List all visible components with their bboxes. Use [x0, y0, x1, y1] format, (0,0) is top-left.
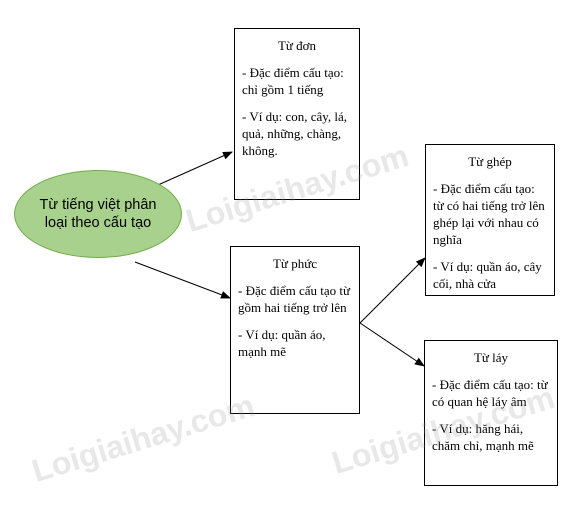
arrow-tu-phuc-to-tu-ghep [359, 257, 426, 324]
arrow-root-to-tu-don [157, 151, 233, 186]
box-title: Từ ghép [468, 154, 512, 169]
box-line: - Đặc điểm cấu tạo: từ có quan hệ láy âm [432, 377, 548, 409]
box-title: Từ đơn [277, 38, 317, 53]
arrow-tu-phuc-to-tu-lay [359, 322, 425, 367]
box-tu-lay: Từ láy - Đặc điểm cấu tạo: từ có quan hệ… [424, 340, 558, 486]
box-line: - Đặc điểm cấu tạo: chỉ gồm 1 tiếng [242, 65, 344, 97]
arrow-root-to-tu-phuc [134, 261, 231, 299]
box-tu-don: Từ đơn - Đặc điểm cấu tạo: chỉ gồm 1 tiế… [234, 28, 360, 200]
box-line: - Ví dụ: con, cây, lá, quả, những, chàng… [242, 109, 348, 158]
root-node: Từ tiếng việt phân loại theo cấu tạo [14, 170, 182, 258]
box-title: Từ láy [473, 350, 509, 365]
box-line: - Đặc điểm cấu tạo: từ có hai tiếng trở … [433, 181, 545, 247]
box-line: - Ví dụ: quần áo, cây cối, nhà cửa [433, 259, 542, 291]
root-label: Từ tiếng việt phân loại theo cấu tạo [39, 197, 157, 231]
box-tu-phuc: Từ phức - Đặc điểm cấu tạo từ gồm hai ti… [230, 246, 360, 414]
box-line: - Ví dụ: hăng hái, chăm chỉ, mạnh mẽ [432, 421, 534, 453]
box-title: Từ phức [272, 256, 318, 271]
box-line: - Đặc điểm cấu tạo từ gồm hai tiếng trở … [238, 283, 351, 315]
box-line: - Ví dụ: quần áo, mạnh mẽ [238, 327, 326, 359]
box-tu-ghep: Từ ghép - Đặc điểm cấu tạo: từ có hai ti… [425, 144, 555, 296]
